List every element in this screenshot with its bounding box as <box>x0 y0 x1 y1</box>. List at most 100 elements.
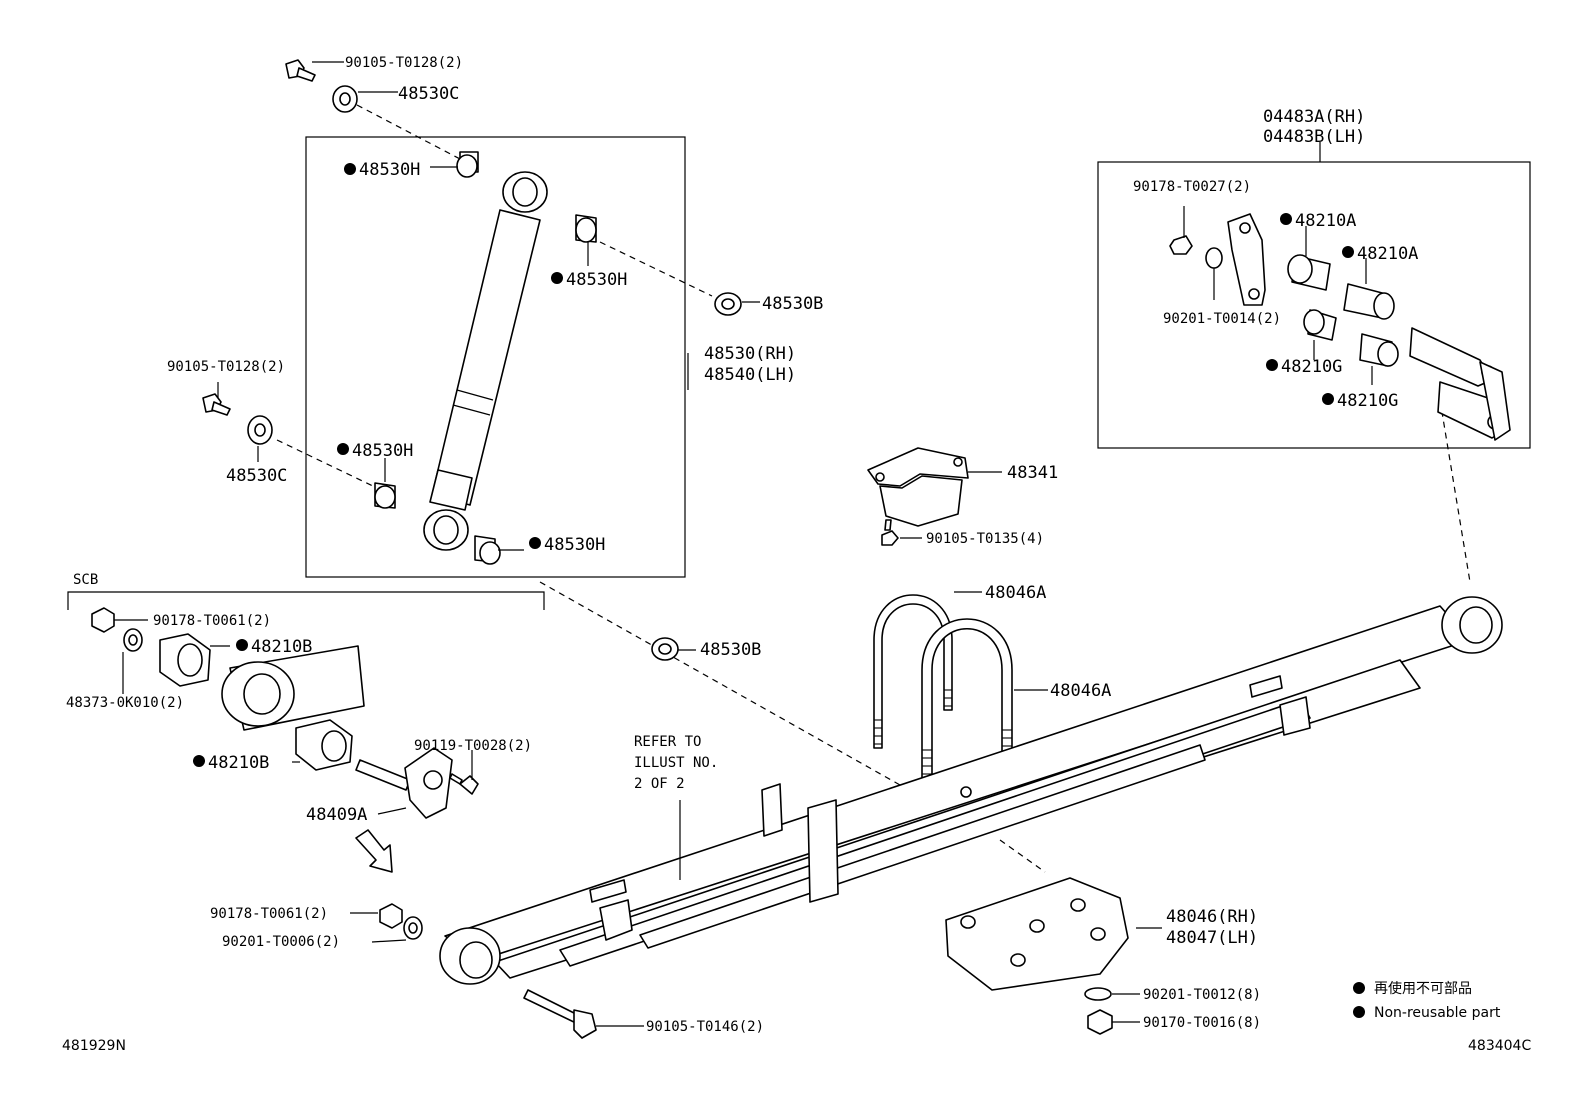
legend-non-reusable-jp: 再使用不可部品 <box>1374 980 1472 997</box>
washer-b2 <box>651 637 679 661</box>
label-shackle-rh: 04483A(RH) <box>1263 107 1365 127</box>
label-bolt-left: 90105-T0128(2) <box>167 359 285 375</box>
shackle-group-box <box>1097 161 1531 449</box>
non-reusable-dot <box>1280 213 1292 225</box>
non-reusable-dot <box>1322 393 1334 405</box>
dash-washer-top-to-bush <box>356 104 463 161</box>
label-absorber-rh: 48530(RH) <box>704 344 796 364</box>
label-washer-front: 90201-T0006(2) <box>222 934 340 950</box>
label-scb: SCB <box>73 572 98 588</box>
bushing-b1 <box>159 633 211 687</box>
front-nut <box>379 903 403 929</box>
bushing-a1 <box>1287 254 1331 291</box>
label-ubolt-1: 48046A <box>985 583 1046 603</box>
label-bush-h1: 48530H <box>359 160 420 180</box>
bushing-g1 <box>1303 309 1337 341</box>
label-washer-b2: 48530B <box>700 640 761 660</box>
pin-48409a <box>355 747 453 819</box>
shackle-plate-right <box>1409 327 1511 441</box>
non-reusable-dot <box>337 443 349 455</box>
label-bush-b2: 48210B <box>208 753 269 773</box>
non-reusable-dot <box>529 537 541 549</box>
label-bush-a2: 48210A <box>1357 244 1418 264</box>
label-seat-rh: 48046(RH) <box>1166 907 1258 927</box>
label-bush-g2: 48210G <box>1337 391 1398 411</box>
scb-group-bracket <box>67 591 545 610</box>
label-bush-a1: 48210A <box>1295 211 1356 231</box>
label-bush-h3: 48530H <box>352 441 413 461</box>
label-bush-h4: 48530H <box>544 535 605 555</box>
seat-nut <box>1087 1009 1113 1035</box>
bushing-h4 <box>474 535 501 565</box>
bolt-left <box>202 393 231 416</box>
diagram-code-right: 483404C <box>1468 1038 1531 1054</box>
front-washer <box>403 916 423 940</box>
bumper-bolt <box>881 519 899 546</box>
label-bolt-scb: 90119-T0028(2) <box>414 738 532 754</box>
dash-shackle-to-spring <box>1439 399 1471 583</box>
label-nut-front: 90178-T0061(2) <box>210 906 328 922</box>
non-reusable-dot <box>344 163 356 175</box>
dash-washer-left-to-bush <box>276 439 376 488</box>
bushing-a2 <box>1343 283 1395 320</box>
label-bumper-bolt: 90105-T0135(4) <box>926 531 1044 547</box>
label-refer-3: 2 OF 2 <box>634 776 685 792</box>
dash-seat-to-spring <box>999 839 1046 873</box>
label-washer-top: 48530C <box>398 84 459 104</box>
non-reusable-dot <box>551 272 563 284</box>
spring-eye-scb <box>221 645 365 731</box>
label-bumper: 48341 <box>1007 463 1058 483</box>
leaf-spring <box>439 596 1503 985</box>
legend-dot-en <box>1353 1006 1365 1018</box>
label-seat-lh: 48047(LH) <box>1166 928 1258 948</box>
label-absorber-lh: 48540(LH) <box>704 365 796 385</box>
bolt-top <box>285 59 316 82</box>
label-washer-shackle: 90201-T0014(2) <box>1163 311 1281 327</box>
scb-washer <box>123 628 143 652</box>
bushing-g2 <box>1359 333 1399 367</box>
shackle-nut <box>1169 235 1193 255</box>
label-nut-shackle: 90178-T0027(2) <box>1133 179 1251 195</box>
u-bolt-1 <box>873 594 953 749</box>
label-refer-2: ILLUST NO. <box>634 755 718 771</box>
non-reusable-dot <box>1266 359 1278 371</box>
bushing-h2 <box>575 214 597 243</box>
label-nut-scb: 90178-T0061(2) <box>153 613 271 629</box>
washer-b1 <box>714 292 742 316</box>
bumper-stopper <box>867 447 969 527</box>
direction-arrow <box>355 829 393 873</box>
front-bolt <box>523 989 597 1039</box>
shackle-washer <box>1205 247 1223 269</box>
shackle-plate-left <box>1227 213 1266 306</box>
label-washer-b1: 48530B <box>762 294 823 314</box>
non-reusable-dot <box>1342 246 1354 258</box>
non-reusable-dot <box>236 639 248 651</box>
label-ubolt-2: 48046A <box>1050 681 1111 701</box>
label-shackle-lh: 04483B(LH) <box>1263 127 1365 147</box>
legend-dot-jp <box>1353 982 1365 994</box>
label-bolt-top: 90105-T0128(2) <box>345 55 463 71</box>
label-refer-1: REFER TO <box>634 734 701 750</box>
dash-bush-to-washer-b1 <box>599 241 713 297</box>
label-washer-scb: 48373-0K010(2) <box>66 695 184 711</box>
label-washer-left: 48530C <box>226 466 287 486</box>
label-washer-seat: 90201-T0012(8) <box>1143 987 1261 1003</box>
non-reusable-dot <box>193 755 205 767</box>
bushing-h1 <box>456 151 479 178</box>
diagram-code-left: 481929N <box>62 1038 126 1054</box>
legend: 再使用不可部品 Non-reusable part <box>1353 980 1501 1021</box>
bushing-b2 <box>295 719 353 771</box>
label-bush-g1: 48210G <box>1281 357 1342 377</box>
shock-absorber-group-box <box>305 136 686 578</box>
shock-absorber <box>423 171 548 551</box>
label-nut-seat: 90170-T0016(8) <box>1143 1015 1261 1031</box>
bushing-h3 <box>374 482 396 509</box>
washer-top <box>332 85 358 113</box>
dash-absorber-to-spring <box>539 581 901 786</box>
label-bush-b1: 48210B <box>251 637 312 657</box>
scb-bolt <box>449 773 479 795</box>
label-bolt-front: 90105-T0146(2) <box>646 1019 764 1035</box>
label-bush-h2: 48530H <box>566 270 627 290</box>
scb-nut <box>91 607 115 633</box>
